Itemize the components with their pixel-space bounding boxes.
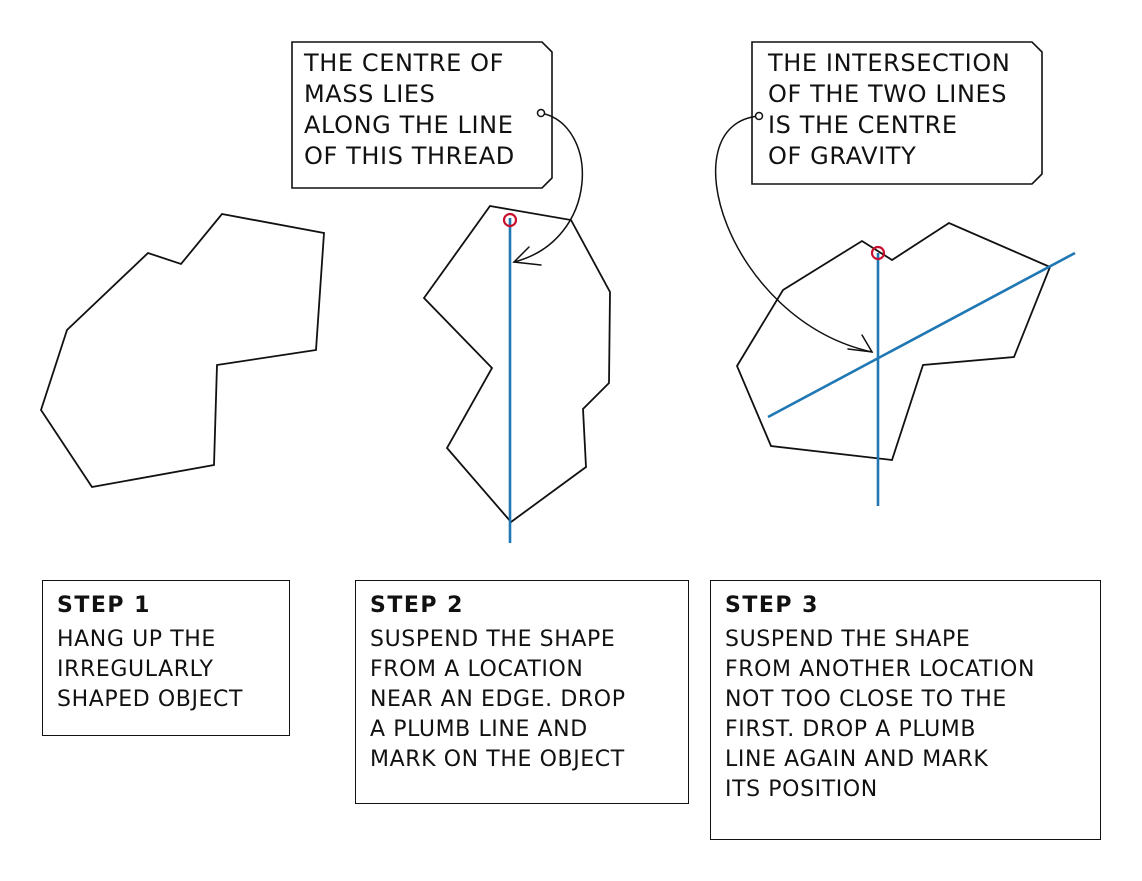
callout-box-centre-of-mass [291,41,553,189]
step-3-line: FROM ANOTHER LOCATION [725,657,1036,682]
step-3-title: STEP 3 [725,593,819,618]
step-3-box: STEP 3 SUSPEND THE SHAPE FROM ANOTHER LO… [710,580,1101,840]
callout-text-intersection: THE INTERSECTION OF THE TWO LINES IS THE… [768,48,1010,172]
callout-line: THE CENTRE OF [304,49,504,77]
arrowhead-step-2 [512,246,542,266]
callout-line: IS THE CENTRE [768,111,958,139]
step-3-line: ITS POSITION [725,777,878,802]
callout-anchor-dot-step-2 [536,108,546,118]
step-3-line: SUSPEND THE SHAPE [725,627,971,652]
callout-line: OF GRAVITY [768,142,917,170]
arrowhead-step-3 [847,334,874,353]
callout-box-intersection [751,41,1043,185]
arrow-to-plumb-line-step-2 [513,112,584,263]
step-2-line: MARK ON THE OBJECT [370,747,625,772]
step-3-line: NOT TOO CLOSE TO THE [725,687,1007,712]
pivot-point-step-3 [870,245,886,261]
plumb-line-step-3-diagonal [767,251,1076,419]
step-2-title: STEP 2 [370,593,464,618]
irregular-shape-step-1 [40,213,325,488]
callout-line: OF THIS THREAD [304,142,515,170]
callout-line: MASS LIES [304,80,436,108]
step-1-title: STEP 1 [57,593,151,618]
irregular-shape-step-2 [422,205,611,524]
pivot-point-step-2 [502,212,518,228]
step-2-line: NEAR AN EDGE. DROP [370,687,626,712]
step-2-line: A PLUMB LINE AND [370,717,588,742]
step-1-box: STEP 1 HANG UP THE IRREGULARLY SHAPED OB… [42,580,290,736]
step-1-line: IRREGULARLY [57,657,214,682]
arrow-to-intersection-step-3 [714,115,873,353]
step-2-line: FROM A LOCATION [370,657,584,682]
step-1-line: SHAPED OBJECT [57,687,244,712]
callout-line: THE INTERSECTION [768,49,1011,77]
callout-line: ALONG THE LINE [304,111,514,139]
step-2-line: SUSPEND THE SHAPE [370,627,616,652]
step-2-box: STEP 2 SUSPEND THE SHAPE FROM A LOCATION… [355,580,689,804]
callout-anchor-dot-step-3 [754,111,764,121]
step-3-line: FIRST. DROP A PLUMB [725,717,977,742]
callout-text-centre-of-mass: THE CENTRE OF MASS LIES ALONG THE LINE O… [304,48,515,172]
callout-line: OF THE TWO LINES [768,80,1008,108]
step-1-line: HANG UP THE [57,627,216,652]
step-3-line: LINE AGAIN AND MARK [725,747,989,772]
irregular-shape-step-3 [735,221,1052,461]
